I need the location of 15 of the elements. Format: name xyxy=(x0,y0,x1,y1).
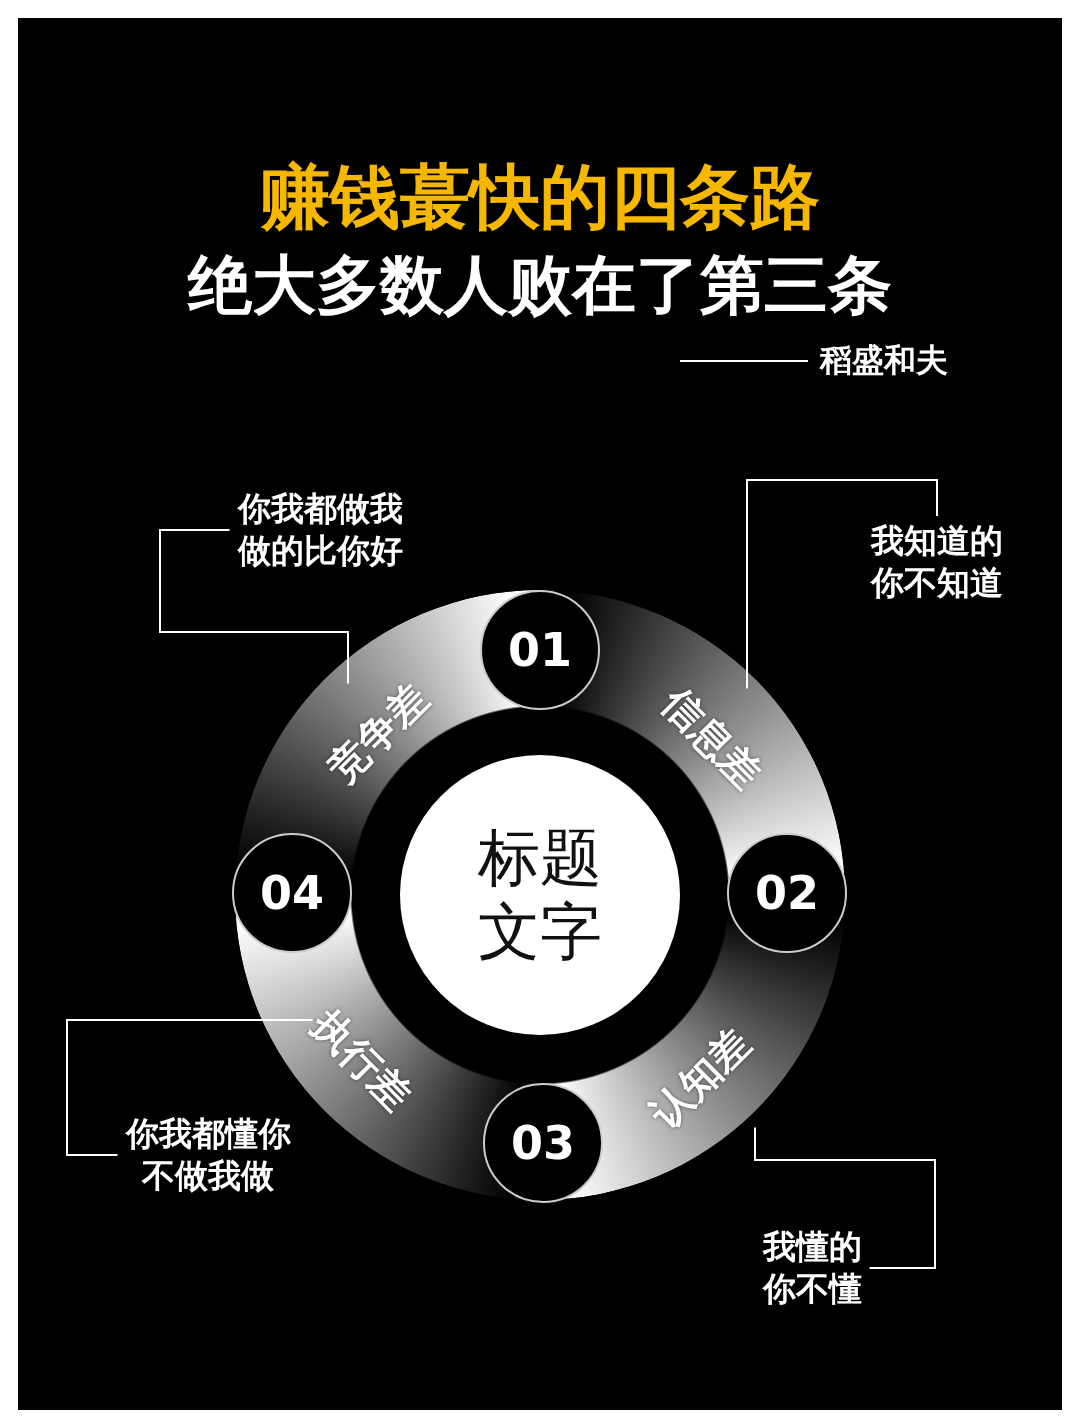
leader-line xyxy=(754,1126,936,1269)
segment-label: 竞争差 xyxy=(318,673,438,793)
title: 赚钱蕞快的四条路 xyxy=(259,155,821,239)
callout-text: 你我都做我做的比你好 xyxy=(235,488,405,572)
segment-label: 信息差 xyxy=(652,678,772,798)
segment-label: 执行差 xyxy=(302,1000,422,1120)
callout-text: 我懂的你不懂 xyxy=(760,1226,864,1310)
center-title: 标题文字 xyxy=(477,821,603,969)
leader-line xyxy=(159,529,349,685)
segment-label: 认知差 xyxy=(640,1018,760,1138)
leader-line xyxy=(66,1019,314,1156)
callout-text: 你我都懂你不做我做 xyxy=(123,1113,293,1197)
callout-text: 我知道的你不知道 xyxy=(869,520,1005,604)
subtitle: 绝大多数人败在了第三条 xyxy=(186,247,893,324)
attribution: 稻盛和夫 xyxy=(820,340,948,380)
